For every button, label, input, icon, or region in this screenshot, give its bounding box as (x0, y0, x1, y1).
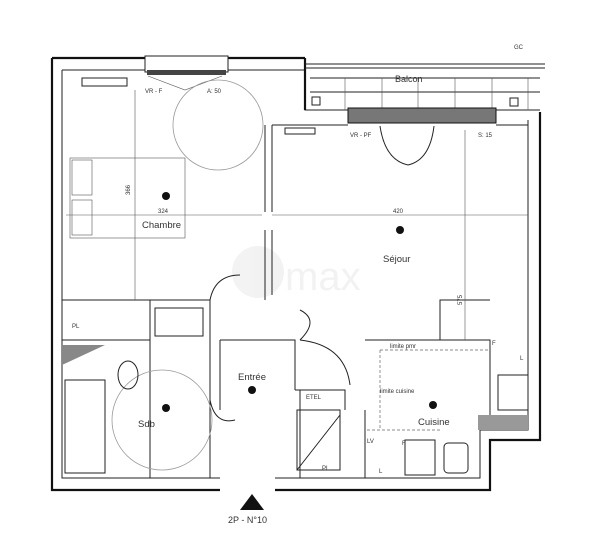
pl-label: PL (322, 466, 330, 472)
balcony (305, 63, 545, 124)
window-area-label: S: 15 (478, 133, 493, 139)
cooktop (404, 439, 436, 476)
bedroom-window (144, 55, 229, 91)
etel-label: ETEL (306, 395, 322, 401)
dimension-label: 366 (126, 184, 132, 195)
door-swings (209, 274, 351, 422)
outer-walls (50, 56, 542, 492)
l-label: L (520, 356, 524, 362)
unit-label: 2P - N°10 (228, 515, 267, 525)
corner-mark: GC (514, 45, 524, 51)
kitchen-sink (443, 442, 469, 474)
dimension-label: 575 (458, 294, 464, 305)
bathroom-sink (154, 307, 204, 337)
room-label-entree: Entrée (238, 372, 266, 383)
watermark-logo: max (232, 246, 361, 299)
lv-label: LV (367, 439, 374, 445)
shaft (478, 415, 528, 430)
fridge-label: F (492, 341, 496, 347)
balcony-door-swing (379, 125, 435, 166)
room-label-sdb: Sdb (138, 419, 155, 430)
entrance-marker-icon (240, 494, 264, 510)
dimension-lines (66, 90, 262, 300)
window-area-label: A: 50 (207, 89, 222, 95)
bathtub (64, 379, 106, 474)
water-heater (497, 374, 529, 411)
l-label: L (379, 469, 383, 475)
radiator (284, 127, 316, 135)
interior-walls (62, 124, 528, 478)
toilet (117, 360, 139, 390)
ceiling-light-icons (162, 192, 437, 412)
bed (69, 157, 186, 239)
dimension-label: 324 (158, 209, 169, 215)
room-label-sejour: Séjour (383, 254, 410, 265)
turning-circle (172, 79, 264, 171)
room-label-balcon: Balcon (395, 74, 423, 84)
turning-circle (111, 369, 213, 471)
closet (296, 409, 341, 471)
window-label: VR - F (145, 89, 163, 95)
limit-label: limite cuisine (380, 389, 415, 395)
svg-text:max: max (285, 255, 361, 299)
room-label-cuisine: Cuisine (418, 417, 450, 428)
room-label-chambre: Chambre (142, 220, 181, 231)
fridge-label: F (402, 441, 406, 447)
dimension-label: 420 (393, 209, 404, 215)
shaft (62, 345, 105, 365)
window-label: VR - PF (350, 133, 372, 139)
limit-label: limite pmr (390, 344, 416, 350)
pl-label: PL (72, 324, 80, 330)
radiator (81, 77, 128, 87)
